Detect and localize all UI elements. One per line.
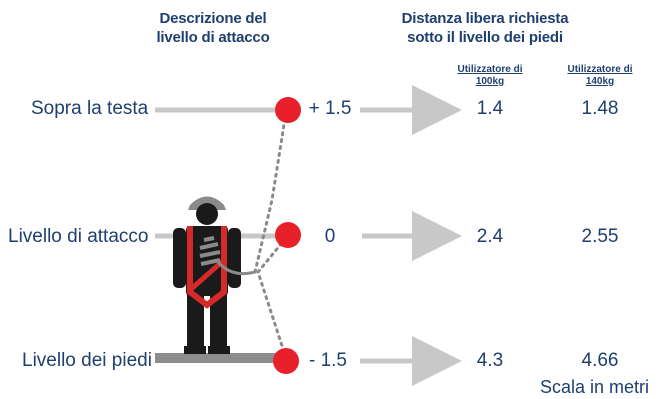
- row-clearance-140-above-head: 1.48: [581, 98, 619, 119]
- scale-note: Scala in metri: [540, 377, 650, 397]
- row-clearance-140-feet-level: 4.66: [581, 350, 619, 371]
- lanyard-path-top: [253, 110, 288, 274]
- header-right-line1: Distanza libera richiesta: [401, 10, 569, 27]
- row-clearance-140-attach-level: 2.55: [581, 226, 619, 247]
- row-clearance-100-above-head: 1.4: [476, 98, 504, 119]
- header-attach-description: Descrizione del livello di attacco: [128, 9, 298, 47]
- column-140kg-line1: Utilizzatore di: [567, 64, 633, 75]
- row-offset-feet-level: - 1.5: [308, 350, 348, 371]
- column-100kg-line2: 100kg: [475, 76, 505, 87]
- row-clearance-100-feet-level: 4.3: [476, 350, 504, 371]
- anchor-point-attach: [275, 222, 301, 248]
- column-header-140kg: Utilizzatore di 140kg: [554, 64, 646, 88]
- column-header-100kg: Utilizzatore di 100kg: [444, 64, 536, 88]
- header-required-clearance: Distanza libera richiesta sotto il livel…: [362, 9, 608, 47]
- header-left-line1: Descrizione del: [159, 10, 267, 27]
- row-offset-above-head: + 1.5: [308, 98, 352, 119]
- column-140kg-line2: 140kg: [585, 76, 615, 87]
- row-clearance-100-attach-level: 2.4: [476, 226, 504, 247]
- header-left-line2: livello di attacco: [156, 29, 270, 46]
- worker-figure-icon: [173, 196, 256, 354]
- row-label-attach-level: Livello di attacco: [8, 226, 149, 247]
- anchor-point-head: [275, 97, 301, 123]
- row-label-above-head: Sopra la testa: [31, 98, 149, 119]
- column-100kg-line1: Utilizzatore di: [457, 64, 523, 75]
- lanyard-path-bottom: [256, 236, 288, 357]
- anchor-point-feet: [273, 348, 299, 374]
- row-offset-attach-level: 0: [324, 226, 336, 247]
- header-right-line2: sotto il livello dei piedi: [407, 29, 563, 46]
- floor-bar: [155, 353, 285, 363]
- row-label-feet-level: Livello dei piedi: [22, 350, 152, 371]
